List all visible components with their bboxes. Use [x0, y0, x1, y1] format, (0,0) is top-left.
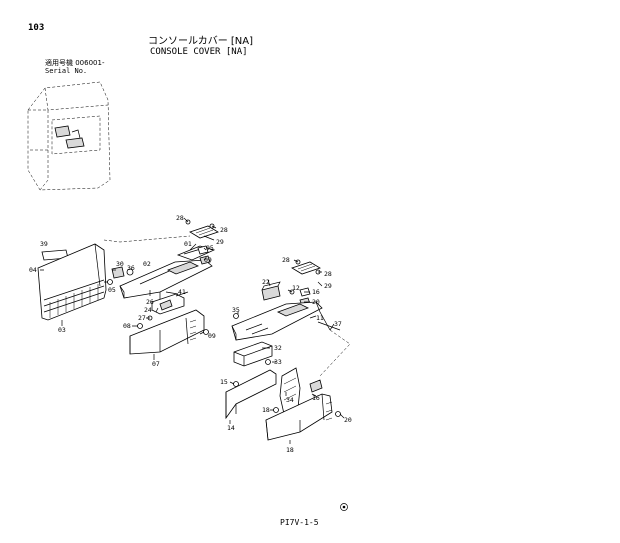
label-02: 02 [143, 260, 151, 268]
label-08: 08 [123, 322, 131, 330]
part-08-screw [137, 323, 143, 329]
label-11: 11 [316, 314, 324, 322]
part-29-switch-panel [189, 225, 219, 239]
label-29a: 29 [216, 238, 224, 246]
label-36: 36 [127, 264, 135, 272]
cab-thumbnail [27, 81, 111, 191]
part-05-screw [107, 279, 113, 285]
label-14: 14 [227, 424, 235, 432]
part-30-switch [111, 266, 125, 279]
page-title-en: CONSOLE COVER [NA] [150, 47, 248, 57]
label-09b: 09 [208, 332, 216, 340]
label-20a: 20 [312, 298, 320, 306]
label-04: 04 [29, 266, 37, 274]
label-18a: 18 [262, 406, 270, 414]
part-18-screw [273, 407, 279, 413]
label-01: 01 [184, 240, 192, 248]
registration-mark-icon [340, 503, 348, 511]
label-35: 35 [232, 306, 240, 314]
label-26: 26 [146, 298, 154, 306]
label-29b: 29 [324, 282, 332, 290]
part-33-screw [265, 359, 271, 365]
part-03-side-cover [37, 243, 107, 321]
label-16a: 16 [312, 288, 320, 296]
label-18b: 18 [286, 446, 294, 454]
label-28d: 28 [324, 270, 332, 278]
label-05b: 05 [108, 286, 116, 294]
footer-code: PI7V-1-5 [280, 518, 319, 527]
label-41: 41 [178, 288, 186, 296]
label-16b: 16 [312, 394, 320, 402]
part-36-screw [126, 268, 134, 276]
label-12: 12 [292, 284, 300, 292]
label-28a: 28 [176, 214, 184, 222]
part-29b-switch-panel [291, 261, 321, 275]
label-28c: 28 [282, 256, 290, 264]
part-15-screw [233, 381, 239, 387]
part-20-screw [335, 411, 341, 417]
serial-label-jp: 適用号機 006001- [45, 59, 105, 67]
part-22-box [261, 285, 281, 301]
label-30: 30 [116, 260, 124, 268]
part-35-screw [233, 313, 239, 319]
label-24: 24 [144, 306, 152, 314]
serial-label-en: Serial No. [45, 67, 88, 75]
label-05a: 05 [206, 244, 214, 252]
label-22: 22 [262, 278, 270, 286]
part-11-console-top [231, 301, 323, 341]
right-console-assembly [225, 259, 351, 444]
label-28b: 28 [220, 226, 228, 234]
left-console-assembly [37, 217, 219, 360]
label-33: 33 [274, 358, 282, 366]
page-title-jp: コンソールカバー [NA] [148, 36, 254, 47]
label-39: 39 [40, 240, 48, 248]
label-15: 15 [220, 378, 228, 386]
part-16-switch [309, 379, 323, 393]
label-37: 37 [334, 320, 342, 328]
label-09a: 09 [204, 256, 212, 264]
label-27: 27 [138, 314, 146, 322]
label-03: 03 [58, 326, 66, 334]
label-32: 32 [274, 344, 282, 352]
label-07: 07 [152, 360, 160, 368]
page-number: 103 [28, 23, 45, 33]
label-20b: 20 [344, 416, 352, 424]
label-34: 34 [286, 396, 294, 404]
